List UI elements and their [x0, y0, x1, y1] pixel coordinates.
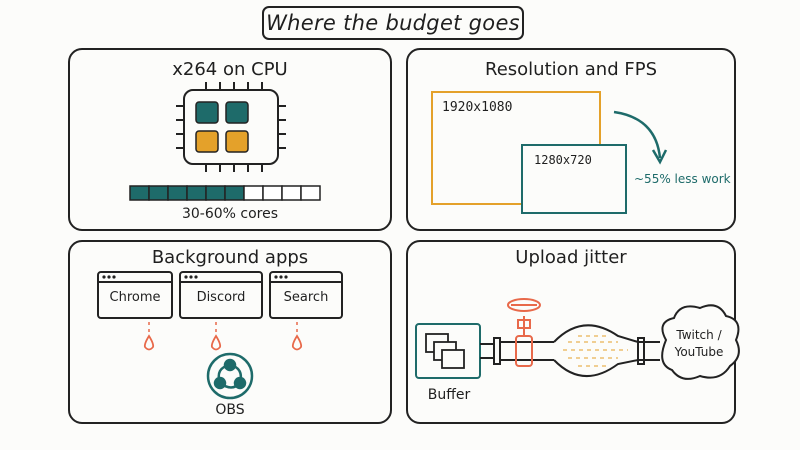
buffer-label: Buffer — [427, 387, 471, 403]
app-window-search: Search — [283, 290, 329, 305]
destination-line2: YouTube — [674, 345, 724, 359]
savings-label: ~55% less work — [634, 172, 731, 186]
valve-icon — [507, 298, 541, 367]
usage-segment-empty — [300, 185, 321, 201]
buffer-box — [415, 323, 481, 379]
page-title: Where the budget goes — [262, 6, 524, 40]
usage-segment-empty — [281, 185, 302, 201]
usage-segment-filled — [186, 185, 207, 201]
large-resolution-label: 1920x1080 — [442, 100, 513, 115]
panel-resolution: Resolution and FPS 1920x1080 1280x720 ~5… — [406, 48, 736, 231]
usage-segment-filled — [167, 185, 188, 201]
small-resolution-frame — [521, 144, 627, 214]
usage-segment-filled — [129, 185, 150, 201]
panel-cpu: x264 on CPU 30-60% cores — [68, 48, 392, 231]
cpu-chip-icon — [129, 82, 321, 201]
usage-segment-empty — [243, 185, 264, 201]
panel-upload-title: Upload jitter — [515, 247, 627, 268]
resource-drop-icon — [143, 334, 303, 351]
panel-resolution-title: Resolution and FPS — [485, 59, 657, 80]
usage-segment-filled — [205, 185, 226, 201]
cpu-usage-caption: 30-60% cores — [181, 206, 279, 222]
small-resolution-label: 1280x720 — [534, 153, 592, 167]
savings-arrow-icon — [613, 110, 662, 159]
usage-segment-empty — [262, 185, 283, 201]
buffer-frames-icon — [425, 333, 465, 369]
cpu-usage-bar — [129, 185, 321, 201]
usage-segment-filled — [148, 185, 169, 201]
usage-segment-filled — [224, 185, 245, 201]
panel-cpu-title: x264 on CPU — [172, 59, 288, 80]
app-window-chrome: Chrome — [109, 290, 161, 305]
panel-apps: Background apps — [68, 240, 392, 424]
destination-line1: Twitch / — [676, 328, 722, 342]
pipe-icon — [480, 324, 660, 378]
app-window-discord: Discord — [196, 290, 246, 305]
cloud-icon — [661, 304, 740, 380]
obs-logo-icon — [206, 352, 254, 400]
obs-label: OBS — [215, 402, 245, 418]
panel-upload: Upload jitter — [406, 240, 740, 424]
panel-apps-title: Background apps — [151, 247, 309, 268]
